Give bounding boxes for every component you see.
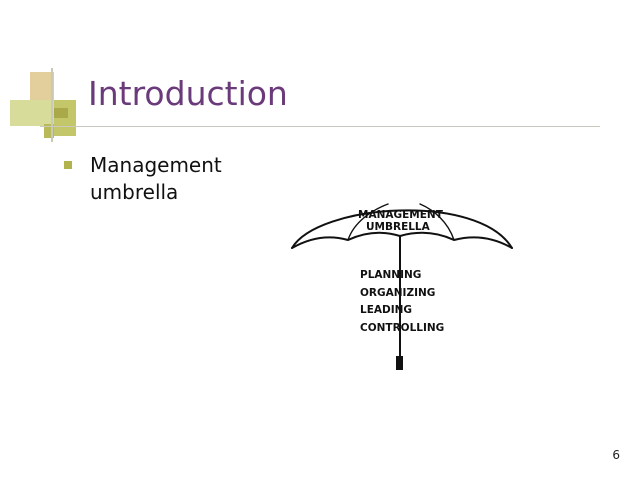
bullet-item: Management umbrella <box>64 152 290 206</box>
title-divider <box>40 126 600 127</box>
slide-number: 6 <box>612 448 620 462</box>
bullet-text: Management umbrella <box>90 153 222 204</box>
management-umbrella-diagram: MANAGEMENT UMBRELLA PLANNING ORGANIZING … <box>291 203 513 370</box>
function-label: PLANNING <box>360 269 421 281</box>
canopy-label-line-2: UMBRELLA <box>366 221 431 233</box>
bullet-list: Management umbrella <box>64 152 290 206</box>
corner-decoration <box>10 68 76 142</box>
umbrella-canopy <box>291 209 513 249</box>
canopy-label-line-1: MANAGEMENT <box>358 209 444 221</box>
umbrella-scallops <box>291 231 513 249</box>
function-label: CONTROLLING <box>360 322 444 334</box>
slide-title: Introduction <box>88 74 288 113</box>
function-label: ORGANIZING <box>360 287 435 299</box>
function-label: LEADING <box>360 304 412 316</box>
umbrella-handle <box>396 356 403 370</box>
square-bullet-icon <box>64 161 72 169</box>
